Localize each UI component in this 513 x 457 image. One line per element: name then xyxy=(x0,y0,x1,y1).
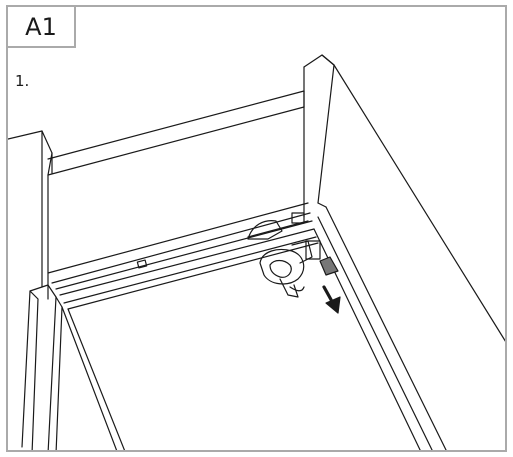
drawer-slide-rail xyxy=(47,202,319,310)
drawer-floor xyxy=(61,306,126,450)
release-lever-mechanism xyxy=(247,212,339,298)
substep-number: 1. xyxy=(15,72,30,90)
left-side-wall xyxy=(8,130,53,300)
front-left-post xyxy=(21,284,63,450)
arrow-down-icon xyxy=(322,285,341,314)
instruction-panel: A1 1. xyxy=(6,5,507,452)
step-label: A1 xyxy=(8,7,76,48)
right-front-post xyxy=(303,54,505,450)
cabinet-back-panel xyxy=(47,90,305,176)
cabinet-drawer-illustration xyxy=(8,54,505,450)
